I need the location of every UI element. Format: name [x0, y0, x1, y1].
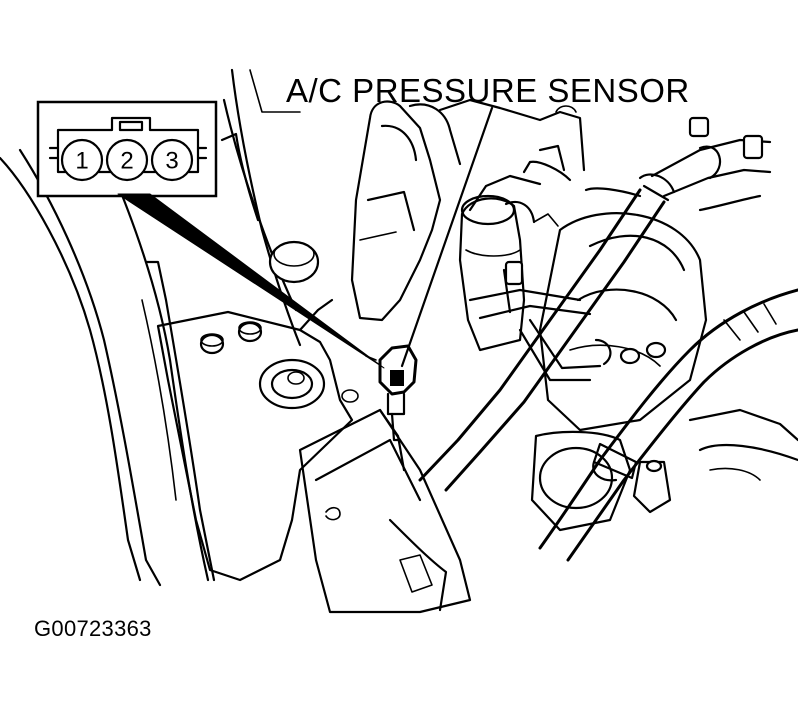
right-hose [538, 288, 798, 562]
svg-text:1: 1 [75, 148, 88, 175]
svg-text:3: 3 [165, 148, 178, 175]
pressure-sensor [365, 344, 418, 442]
label-leader-line [400, 106, 494, 368]
fender-panel [0, 68, 302, 587]
figure-id: G00723363 [34, 616, 152, 641]
connector-pin-1: 1 [60, 138, 104, 182]
connector-pin-3: 3 [150, 138, 194, 182]
brake-booster [530, 212, 708, 532]
callout-pointer [117, 193, 385, 369]
sensor-callout-label: A/C PRESSURE SENSOR [286, 72, 690, 109]
svg-text:2: 2 [120, 148, 133, 175]
connector-pin-2: 2 [105, 138, 149, 182]
control-box [298, 408, 472, 614]
strut-tower-plate [156, 298, 359, 582]
hoses [418, 116, 772, 492]
reservoir [458, 194, 559, 352]
upper-components [268, 98, 586, 322]
